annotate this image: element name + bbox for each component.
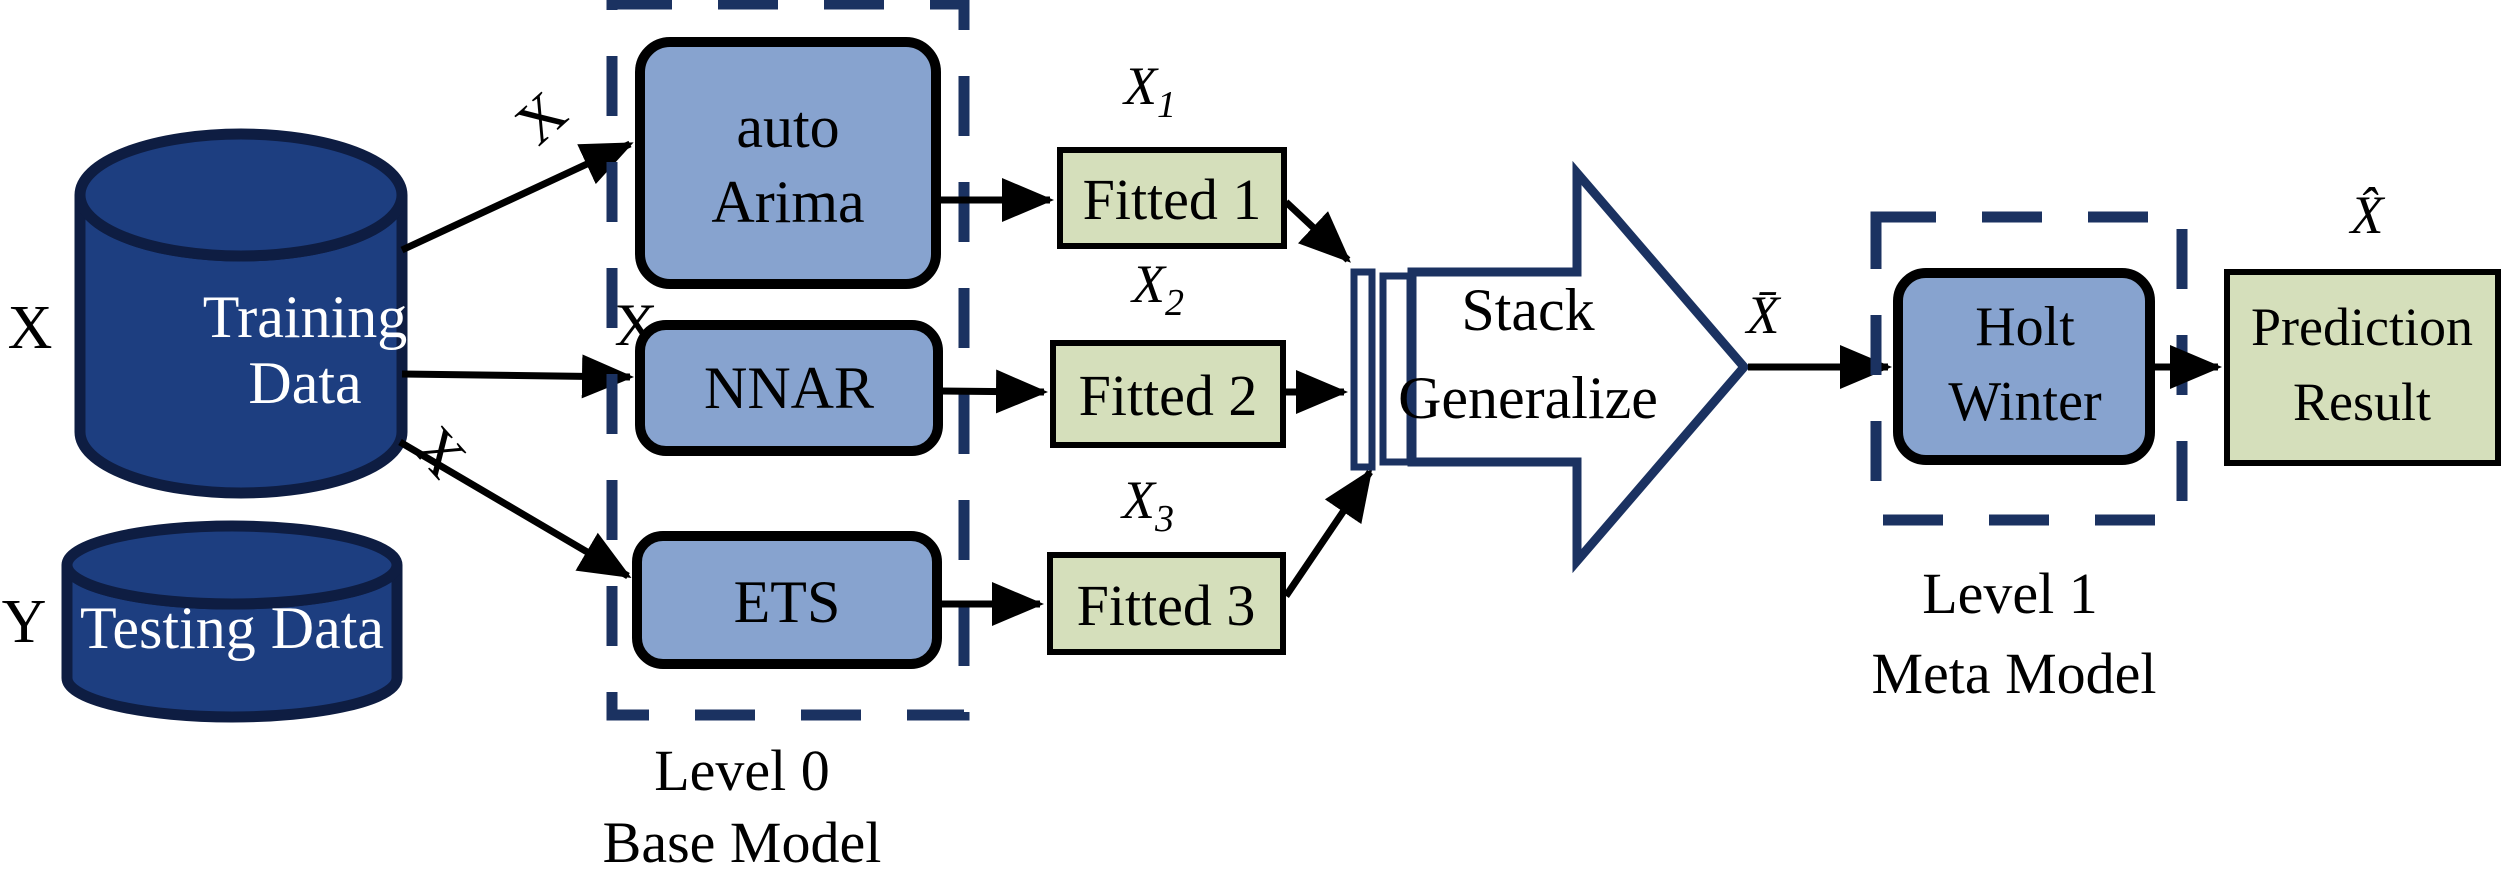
edge-label-train-arima: X xyxy=(503,79,579,157)
y-input-label: Y xyxy=(2,588,47,656)
fitted2-box: Fitted 2 xyxy=(1050,340,1286,448)
testing-data-cylinder: Testing Data xyxy=(61,520,403,723)
nnar-box: NNAR xyxy=(635,320,943,456)
ets-rect xyxy=(632,531,942,669)
fitted1-label: Fitted 1 xyxy=(1083,167,1262,232)
auto-arima-label-line1: auto xyxy=(736,94,839,160)
xbar-output-label: X̄ xyxy=(1745,285,1782,345)
nnar-label: NNAR xyxy=(704,355,874,421)
training-label-line1: Training xyxy=(203,284,408,350)
stack-generalize-arrow-shape xyxy=(1407,160,1750,574)
training-data-cylinder: Training Data xyxy=(74,128,408,499)
edge-train-to-arima xyxy=(400,140,634,254)
fitted3-rect xyxy=(1047,552,1286,655)
ets-label: ETS xyxy=(734,569,841,635)
edge-train-to-ets xyxy=(398,438,632,580)
testing-label: Testing Data xyxy=(80,595,384,661)
level0-caption-line1: Level 0 xyxy=(654,738,830,803)
level0-caption-line2: Base Model xyxy=(603,810,882,875)
stack-generalize-arrow: Stack Generalize xyxy=(1398,160,1750,574)
holt-winter-box: Holt Winter xyxy=(1893,268,2155,465)
level1-caption-line1: Level 1 xyxy=(1922,561,2098,626)
prediction-label-line2: Result xyxy=(2293,372,2431,432)
xhat-output-label: X̂ xyxy=(2349,185,2386,245)
auto-arima-label-line2: Arima xyxy=(711,169,864,235)
testing-cylinder-top xyxy=(61,520,403,610)
prediction-result-box: Prediction Result xyxy=(2224,269,2501,466)
edge-nnar-to-fitted2 xyxy=(939,369,1048,414)
training-cylinder-top xyxy=(74,128,408,262)
fitted2-label: Fitted 2 xyxy=(1079,363,1258,428)
fitted3-label: Fitted 3 xyxy=(1077,573,1256,638)
fitted2-var-label: X2 xyxy=(1130,254,1184,324)
edge-train-to-nnar xyxy=(401,354,634,399)
edge-fitted1-to-stack xyxy=(1283,199,1351,263)
holt-winter-label-line2: Winter xyxy=(1948,371,2102,433)
x-input-label: X xyxy=(8,294,53,362)
training-label-line2: Data xyxy=(248,350,361,416)
prediction-result-rect xyxy=(2224,269,2501,466)
fitted1-var-label: X1 xyxy=(1122,56,1176,126)
auto-arima-rect xyxy=(635,37,941,289)
stack-bar-1 xyxy=(1350,268,1376,471)
fitted1-box: Fitted 1 xyxy=(1057,147,1287,249)
auto-arima-box: auto Arima xyxy=(635,37,941,289)
fitted3-var-label: X3 xyxy=(1120,470,1174,540)
prediction-label-line1: Prediction xyxy=(2251,297,2473,357)
fitted1-rect xyxy=(1057,147,1287,249)
fitted3-box: Fitted 3 xyxy=(1047,552,1286,655)
edge-fitted3-to-stack xyxy=(1283,468,1373,598)
holt-winter-label-line1: Holt xyxy=(1975,296,2075,358)
stack-label-line1: Stack xyxy=(1461,277,1594,343)
fitted2-rect xyxy=(1050,340,1286,448)
stack-label-line2: Generalize xyxy=(1398,365,1658,431)
nnar-rect xyxy=(635,320,943,456)
ets-box: ETS xyxy=(632,531,942,669)
holt-winter-rect xyxy=(1893,268,2155,465)
level1-caption-line2: Meta Model xyxy=(1871,641,2156,706)
